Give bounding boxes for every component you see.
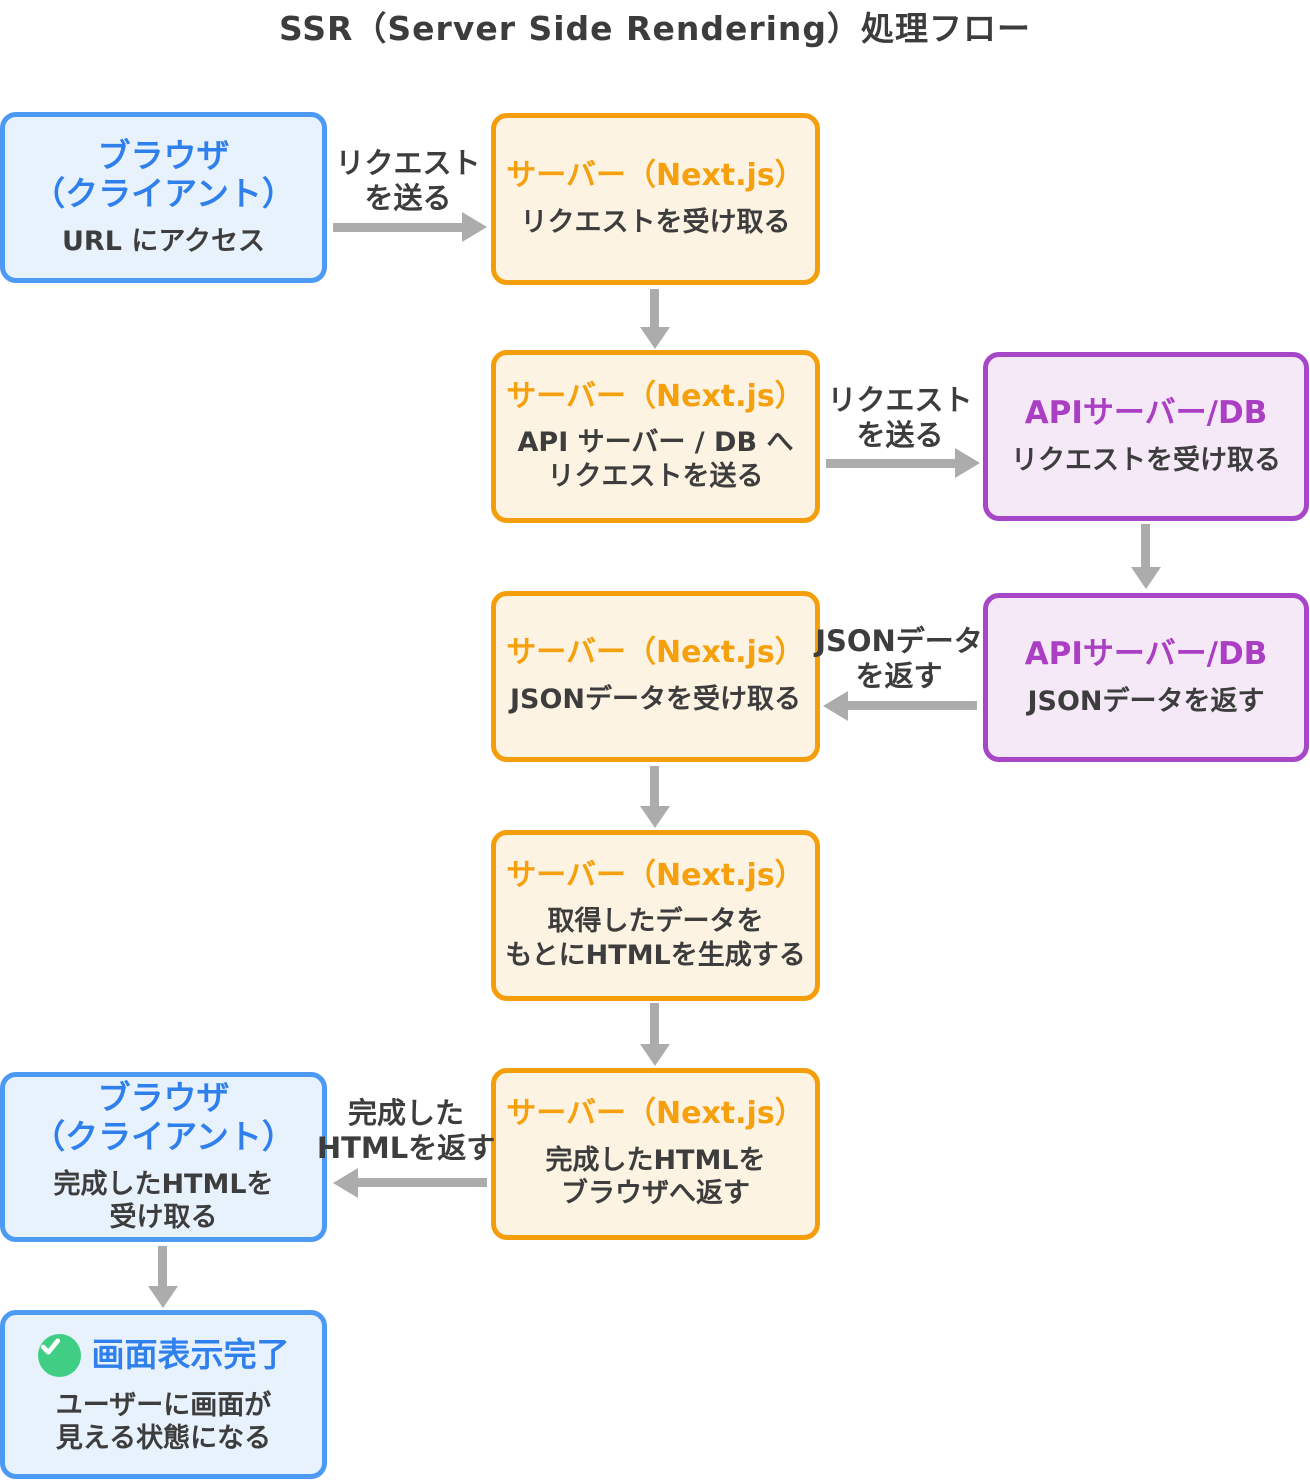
node-title-line: APIサーバー/DB [1024, 635, 1268, 672]
node-body: 取得したデータを もとにHTMLを生成する [505, 905, 806, 972]
arrow-shaft [650, 289, 659, 328]
arrow-shaft [847, 701, 977, 710]
node-body: リクエストを受け取る [1011, 444, 1281, 477]
node-body-line: JSONデータを受け取る [509, 684, 802, 716]
diagram-title: SSR（Server Side Rendering）処理フロー [278, 9, 1032, 48]
node-title-line: ブラウザ [97, 135, 230, 175]
node-server-receive-request: サーバー（Next.js） リクエストを受け取る [491, 113, 820, 285]
node-render-complete: 画面表示完了 ユーザーに画面が 見える状態になる [0, 1310, 327, 1479]
node-title: サーバー（Next.js） [506, 157, 805, 194]
node-body-line: 完成したHTMLを [53, 1168, 274, 1200]
edge-label-line: HTMLを返す [316, 1131, 496, 1166]
edge-label-line: 完成した [347, 1096, 464, 1130]
node-body-line: リクエストを送る [547, 460, 764, 492]
check-icon [37, 1333, 81, 1377]
arrow-head-right [462, 212, 487, 242]
node-server-send-api-request: サーバー（Next.js） API サーバー / DB へ リクエストを送る [491, 350, 820, 523]
edge-label-return-json: JSONデータ を返す [815, 624, 983, 695]
edge-label-send-request-2: リクエスト を送る [822, 383, 978, 454]
node-title: ブラウザ （クライアント） [32, 135, 295, 214]
edge-label-return-html: 完成した HTMLを返す [317, 1096, 495, 1167]
node-body-line: もとにHTMLを生成する [505, 939, 806, 971]
arrow-shaft [357, 1178, 487, 1187]
node-title-line: （クライアント） [32, 173, 295, 213]
arrow-shaft [333, 223, 463, 232]
edge-label-line: リクエスト [335, 146, 481, 180]
node-title: サーバー（Next.js） [506, 857, 805, 894]
arrow-shaft [158, 1246, 167, 1287]
node-title-line: サーバー（Next.js） [506, 378, 805, 414]
node-server-generate-html: サーバー（Next.js） 取得したデータを もとにHTMLを生成する [491, 830, 820, 1001]
edge-label-line: を送る [856, 418, 944, 453]
node-body-line: 完成したHTMLを [545, 1144, 766, 1176]
arrow-shaft [650, 766, 659, 807]
edge-label-line: を返す [855, 659, 943, 694]
node-title-line: 画面表示完了 [91, 1334, 290, 1374]
edge-label-line: JSONデータ [815, 624, 983, 658]
node-title: サーバー（Next.js） [506, 636, 804, 671]
node-body-line: 取得したデータを [547, 906, 764, 938]
arrow-head-right [955, 448, 980, 478]
node-title-line: ブラウザ [97, 1078, 230, 1118]
node-title-line: サーバー（Next.js） [506, 857, 805, 893]
node-title-line: サーバー（Next.js） [506, 1096, 805, 1132]
arrow-head-down [148, 1286, 178, 1308]
arrow-shaft [650, 1003, 659, 1045]
node-browser-receive-html: ブラウザ （クライアント） 完成したHTMLを 受け取る [0, 1072, 327, 1242]
arrow-head-down [640, 1044, 670, 1066]
edge-label-line: を送る [364, 181, 452, 216]
node-body-line: URL にアクセス [62, 226, 265, 258]
node-title-line: サーバー（Next.js） [506, 635, 805, 671]
arrow-head-down [640, 327, 670, 349]
node-body: JSONデータを返す [1027, 685, 1264, 718]
node-body: リクエストを受け取る [521, 206, 791, 239]
node-body-line: 見える状態になる [55, 1423, 272, 1454]
edge-label-line: リクエスト [827, 383, 973, 417]
node-browser-client-start: ブラウザ （クライアント） URL にアクセス [0, 112, 327, 283]
arrow-head-down [640, 806, 670, 828]
node-body: 完成したHTMLを 受け取る [53, 1168, 273, 1235]
node-api-db-return-json: APIサーバー/DB JSONデータを返す [983, 593, 1309, 762]
node-body: ユーザーに画面が 見える状態になる [56, 1389, 271, 1456]
node-title-line: APIサーバー/DB [1024, 394, 1268, 431]
node-body-line: リクエストを受け取る [520, 206, 791, 238]
arrow-shaft [826, 459, 956, 468]
node-title: APIサーバー/DB [1024, 635, 1268, 673]
node-body-line: API サーバー / DB へ [517, 427, 794, 459]
node-server-receive-json: サーバー（Next.js） JSONデータを受け取る [491, 591, 820, 762]
node-api-db-receive-request: APIサーバー/DB リクエストを受け取る [983, 352, 1309, 521]
node-body-line: ユーザーに画面が [55, 1389, 272, 1421]
node-server-return-html: サーバー（Next.js） 完成したHTMLを ブラウザへ返す [491, 1068, 820, 1240]
node-title-line: サーバー（Next.js） [506, 157, 805, 193]
node-body-line: 受け取る [109, 1202, 218, 1234]
node-title: APIサーバー/DB [1024, 394, 1268, 432]
node-title-line: （クライアント） [32, 1116, 295, 1156]
arrow-shaft [1141, 524, 1150, 568]
arrow-head-left [823, 691, 848, 721]
node-body-line: ブラウザへ返す [561, 1178, 750, 1210]
node-body: URL にアクセス [62, 225, 265, 258]
arrow-head-left [333, 1168, 358, 1198]
node-title: ブラウザ （クライアント） [32, 1078, 295, 1156]
node-body: 完成したHTMLを ブラウザへ返す [545, 1144, 765, 1211]
node-body-line: JSONデータを返す [1027, 685, 1265, 717]
node-body: API サーバー / DB へ リクエストを送る [518, 426, 794, 493]
arrow-head-down [1131, 567, 1161, 589]
node-title: 画面表示完了 [37, 1333, 290, 1377]
node-title: サーバー（Next.js） [506, 378, 805, 415]
node-title: サーバー（Next.js） [506, 1096, 805, 1132]
edge-label-send-request-1: リクエスト を送る [330, 146, 486, 217]
node-body-line: リクエストを受け取る [1011, 444, 1281, 476]
node-body: JSONデータを受け取る [510, 683, 801, 716]
